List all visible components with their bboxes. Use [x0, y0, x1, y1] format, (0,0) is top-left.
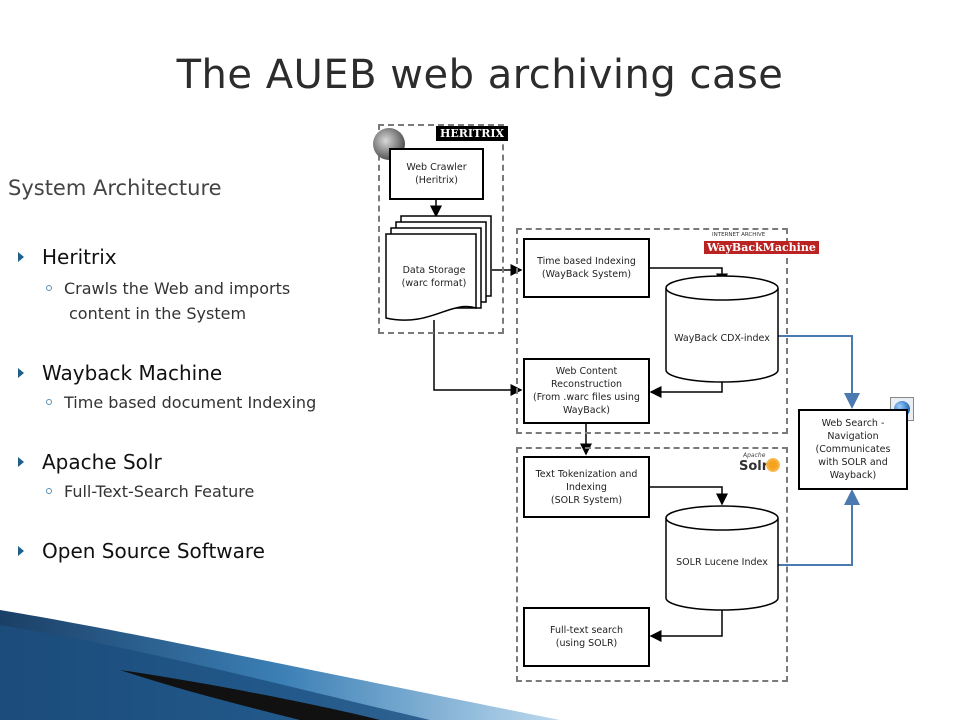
bullet-wayback: Wayback Machine: [18, 361, 222, 385]
wayback-logo: WayBackMachine: [704, 241, 819, 254]
circle-bullet-icon: [46, 487, 52, 494]
bullet-arrow-icon: [18, 251, 24, 262]
wayback-region: [516, 228, 788, 434]
bullet-open-source: Open Source Software: [18, 539, 265, 563]
sub-bullet-wayback: Time based document Indexing: [46, 390, 316, 415]
sub-bullet-solr: Full-Text-Search Feature: [46, 479, 254, 504]
web-crawler-box: Web Crawler(Heritrix): [389, 148, 484, 200]
internet-archive-label: INTERNET ARCHIVE: [712, 232, 766, 238]
section-heading: System Architecture: [8, 176, 222, 200]
solr-sun-icon: [766, 458, 780, 472]
decorative-wave: [0, 610, 560, 720]
heritrix-region: [378, 124, 504, 334]
sub-bullet-heritrix: Crawls the Web and imports content in th…: [46, 276, 290, 326]
data-storage-shape: [385, 215, 492, 321]
time-indexing-box: Time based Indexing(WayBack System): [523, 238, 650, 298]
fulltext-search-box: Full-text search(using SOLR): [523, 607, 650, 667]
lucene-index-cylinder: [665, 505, 779, 611]
lucene-index-label: SOLR Lucene Index: [676, 557, 768, 568]
bullet-solr: Apache Solr: [18, 450, 162, 474]
data-storage-label: Data Storage(warc format): [401, 265, 467, 289]
circle-bullet-icon: [46, 284, 52, 291]
heritrix-logo: HERITRIX: [436, 126, 509, 141]
circle-bullet-icon: [46, 398, 52, 405]
bullet-arrow-icon: [18, 456, 24, 467]
bullet-arrow-icon: [18, 545, 24, 556]
bullet-heritrix: Heritrix: [18, 245, 117, 269]
cdx-index-label: WayBack CDX-index: [674, 333, 770, 344]
cdx-index-cylinder: [665, 275, 779, 383]
slide-title: The AUEB web archiving case: [176, 52, 784, 98]
apache-label: Apache: [743, 452, 766, 459]
solr-logo: Solr: [739, 459, 769, 474]
solr-region: [516, 447, 788, 682]
bullet-arrow-icon: [18, 367, 24, 378]
